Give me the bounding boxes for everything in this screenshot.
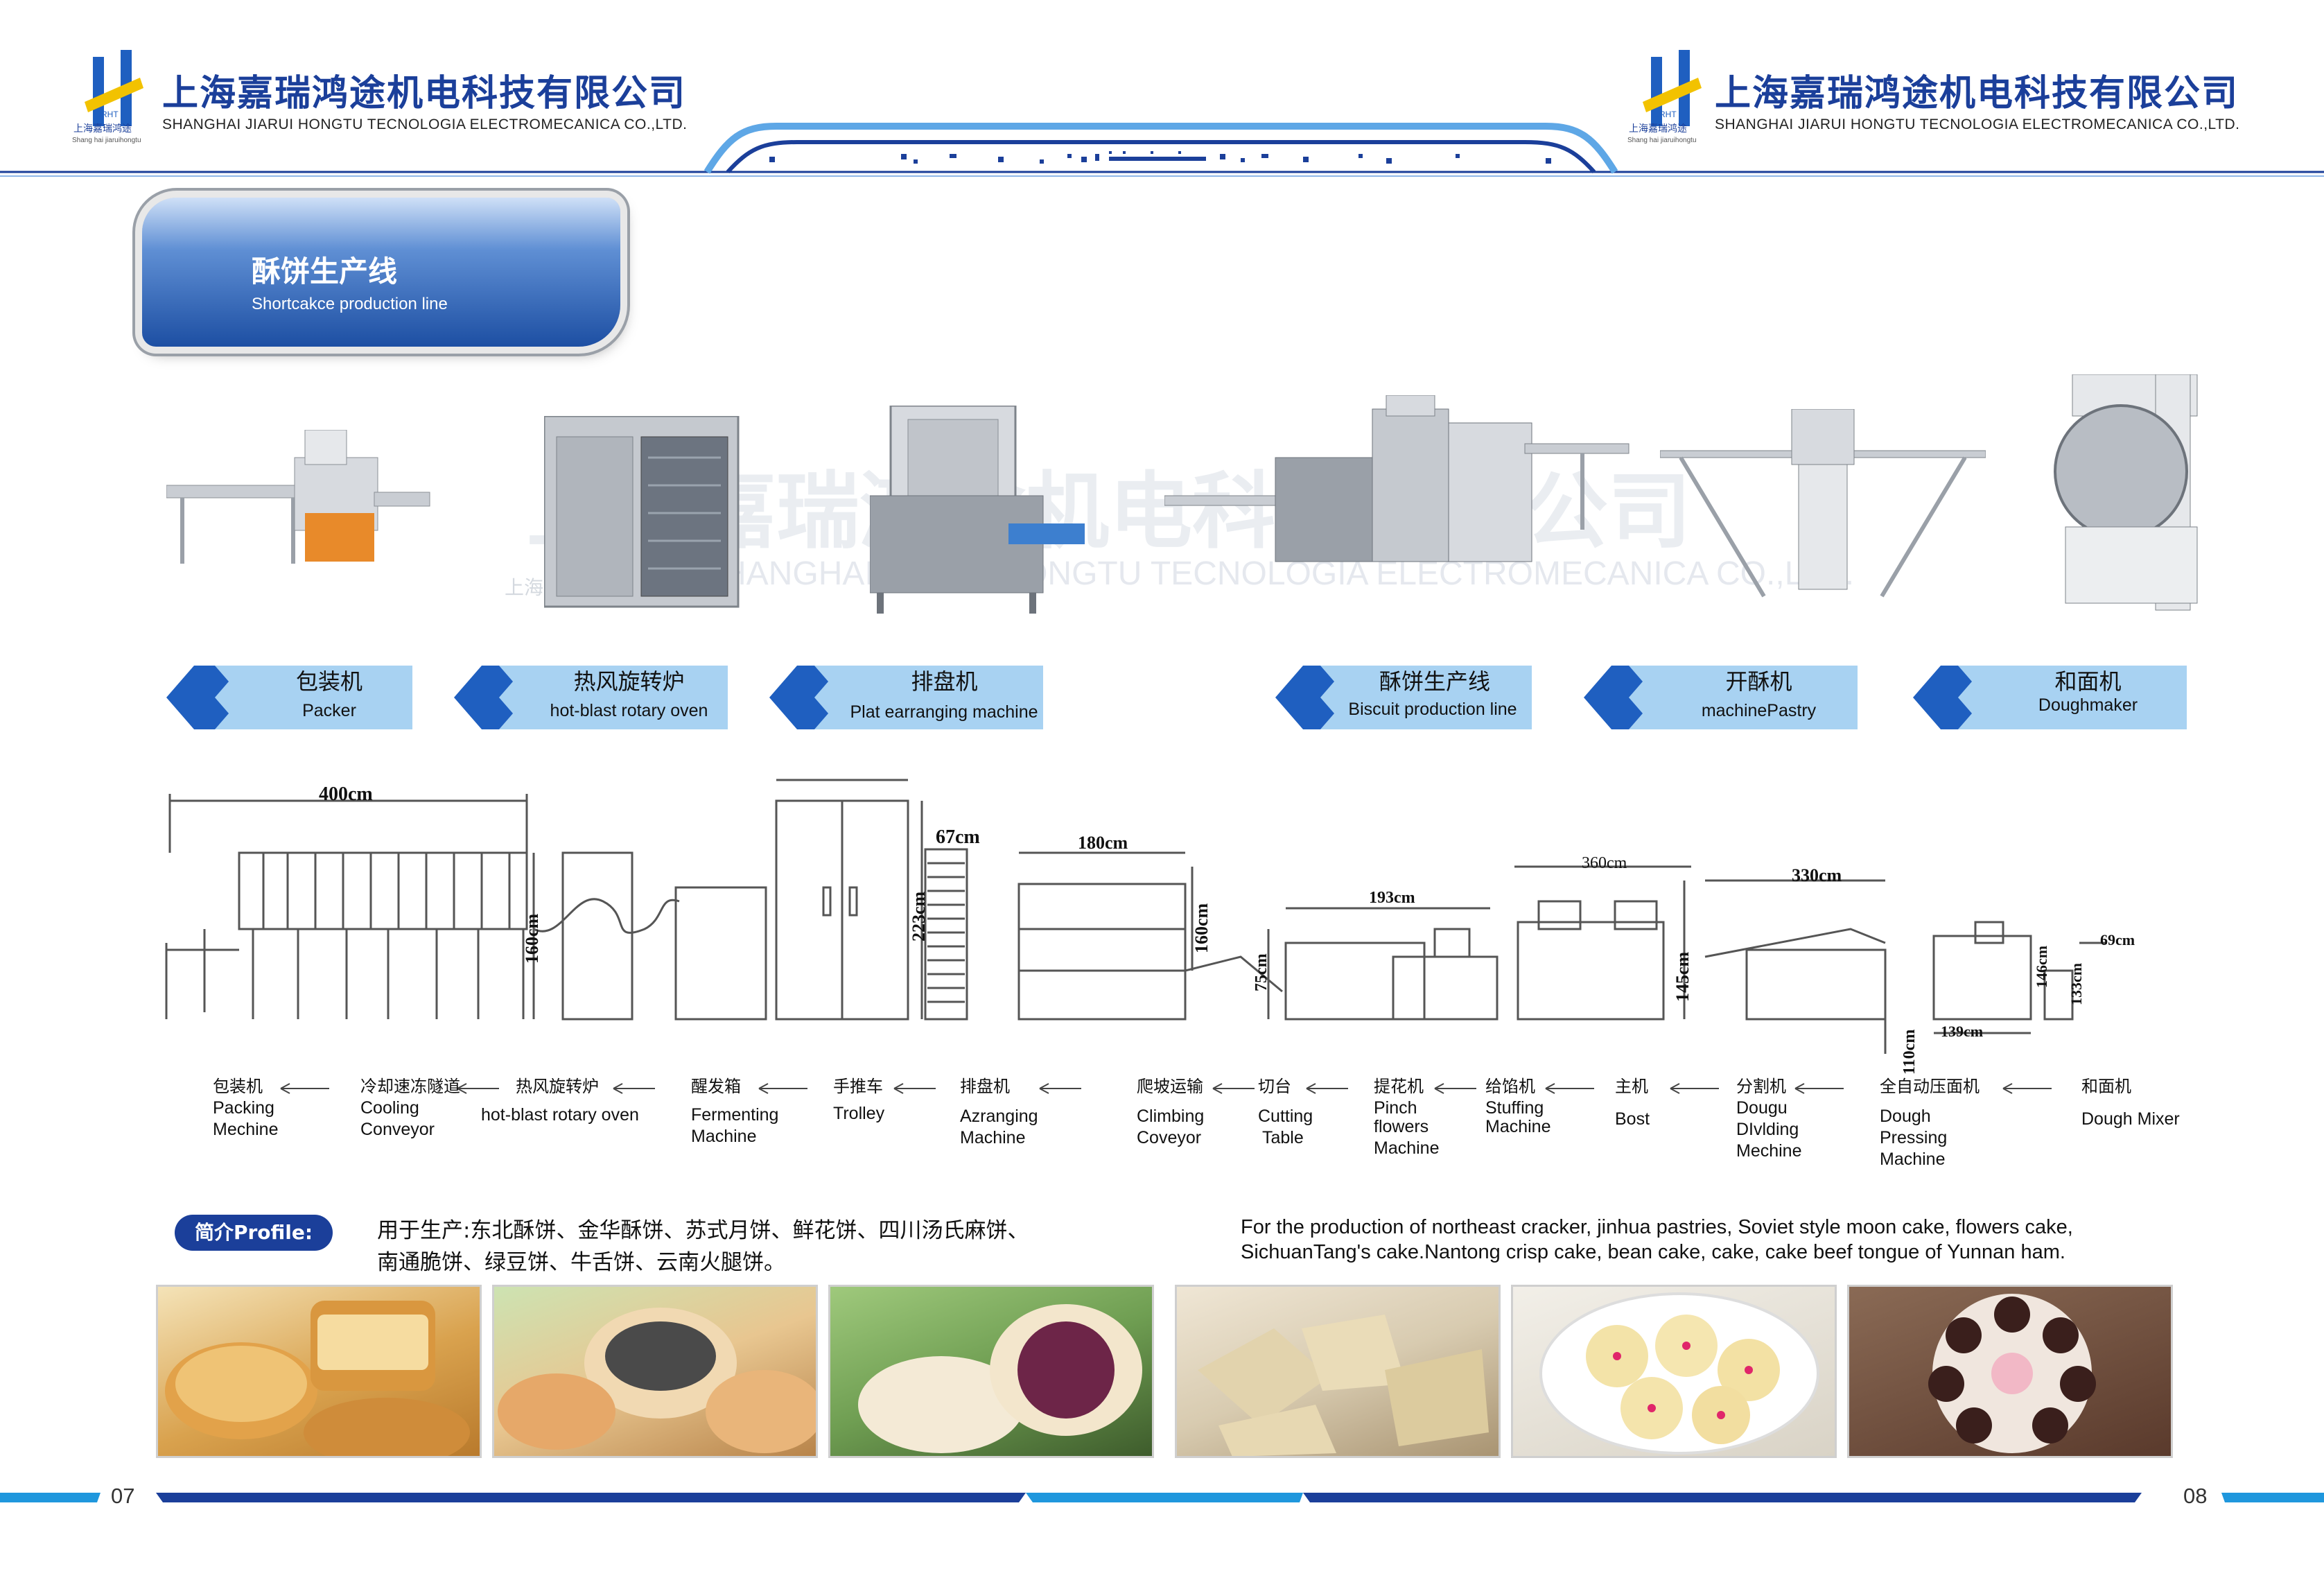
tag-packer-cn: 包装机 — [295, 668, 362, 695]
footer-band — [0, 1493, 2324, 1502]
tag-pastry-en: machinePastry — [1701, 701, 1817, 720]
layout-drawing — [165, 779, 2107, 1054]
pastry-photo-5 — [1511, 1285, 1837, 1458]
pastry-photo-2 — [492, 1285, 818, 1458]
dim-133: 133cm — [2068, 962, 2085, 1005]
pastry-machine-photo — [1660, 409, 1986, 598]
logo-letters: JRHT — [1655, 110, 1677, 119]
company-name-en: SHANGHAI JIARUI HONGTU TECNOLOGIA ELECTR… — [162, 116, 688, 132]
pastry-photo-6 — [1847, 1285, 2173, 1458]
rotary-oven-photo — [544, 416, 740, 608]
section-title-en: Shortcakce production line — [252, 295, 448, 313]
logo-letters: JRHT — [97, 110, 119, 119]
dim-69: 69cm — [2100, 931, 2135, 948]
flow-arrows — [280, 1083, 2052, 1094]
tag-rotary-oven-en: hot-blast rotary oven — [550, 701, 708, 720]
dim-110: 110cm — [1901, 1029, 1919, 1075]
pastry-photo-3 — [828, 1285, 1154, 1458]
dim-193: 193cm — [1369, 889, 1415, 907]
tag-dough-mixer-cn: 和面机 — [2054, 668, 2122, 695]
page-number-right: 08 — [2183, 1484, 2208, 1508]
dim-180: 180cm — [1078, 833, 1128, 853]
logo-cn: 上海嘉瑞鸿途 — [1629, 123, 1687, 134]
dim-223: 223cm — [909, 891, 929, 942]
dim-400: 400cm — [319, 783, 373, 805]
dim-160a: 160cm — [522, 913, 542, 964]
tag-plate-arranging-cn: 排盘机 — [911, 668, 978, 695]
dim-160b: 160cm — [1191, 903, 1212, 953]
dim-145: 145cm — [1672, 951, 1693, 1002]
dim-67: 67cm — [936, 826, 980, 848]
profile-en: For the production of northeast cracker,… — [1241, 1216, 2073, 1263]
packer-photo — [166, 430, 430, 564]
tag-rotary-oven-cn: 热风旋转炉 — [573, 668, 685, 695]
tag-pastry-cn: 开酥机 — [1725, 668, 1792, 695]
plate-arranging-photo — [870, 406, 1085, 614]
dough-mixer-photo — [2054, 374, 2198, 611]
biscuit-line-photo — [1164, 395, 1630, 562]
company-name-cn: 上海嘉瑞鸿途机电科技有限公司 — [1715, 73, 2239, 114]
company-logo-icon — [1643, 50, 1702, 126]
logo-pinyin: Shang hai jiaruihongtu — [72, 137, 141, 144]
tag-plate-arranging-en: Plat earranging machine — [850, 702, 1038, 722]
dim-330: 330cm — [1792, 865, 1842, 885]
header-band — [0, 123, 2324, 177]
company-logo-icon — [85, 50, 143, 126]
logo-cn: 上海嘉瑞鸿途 — [73, 123, 132, 134]
company-name-cn: 上海嘉瑞鸿途机电科技有限公司 — [162, 73, 687, 114]
section-title-cn: 酥饼生产线 — [252, 254, 398, 288]
section-badge — [142, 198, 620, 347]
tag-biscuit-line-cn: 酥饼生产线 — [1379, 668, 1490, 695]
dim-139: 139cm — [1941, 1023, 1984, 1040]
dim-360: 360cm — [1582, 854, 1627, 872]
profile-label: 简介Profile: — [175, 1215, 333, 1251]
dim-75: 75cm — [1252, 953, 1270, 991]
tag-dough-mixer-en: Doughmaker — [2038, 695, 2138, 715]
pastry-photo-1 — [156, 1285, 482, 1458]
tag-packer-en: Packer — [302, 701, 356, 720]
pastry-photo-4 — [1175, 1285, 1501, 1458]
logo-pinyin: Shang hai jiaruihongtu — [1627, 137, 1697, 144]
page-number-left: 07 — [111, 1484, 135, 1508]
tag-biscuit-line-en: Biscuit production line — [1348, 700, 1517, 719]
tag-chevrons — [166, 666, 1989, 729]
dim-146: 146cm — [2033, 945, 2050, 988]
profile-cn: 用于生产:东北酥饼、金华酥饼、苏式月饼、鲜花饼、四川汤氏麻饼、 南通脆饼、绿豆饼… — [377, 1218, 1029, 1275]
company-name-en: SHANGHAI JIARUI HONGTU TECNOLOGIA ELECTR… — [1715, 116, 2240, 132]
